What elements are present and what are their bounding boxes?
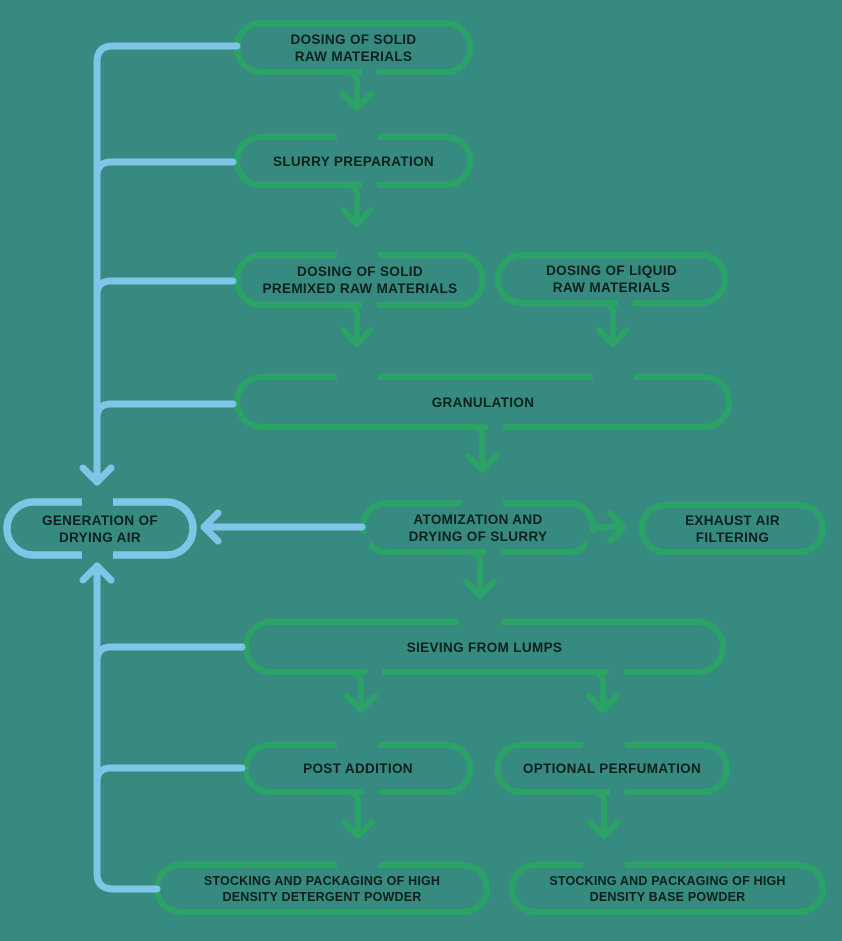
arrow-perfumation-to-stocking-base bbox=[579, 789, 607, 839]
node-outline-exhaust-air-filtering bbox=[639, 502, 826, 555]
node-label-line: STOCKING AND PACKAGING OF HIGH bbox=[549, 873, 786, 888]
node-sieving-from-lumps: SIEVING FROM LUMPS bbox=[246, 622, 723, 672]
arrowhead-slurry-to-premixed bbox=[340, 207, 374, 227]
arrowhead-atomization-to-exhaust bbox=[607, 510, 627, 544]
green-arrows bbox=[332, 69, 630, 839]
node-label-line: RAW MATERIALS bbox=[552, 280, 671, 295]
arrowhead-atomization-to-sieving bbox=[463, 579, 497, 599]
node-dosing-solid-raw-materials: DOSING OF SOLID RAW MATERIALS bbox=[237, 23, 470, 72]
rail-branch-premixed bbox=[93, 277, 237, 299]
arrow-slurry-to-premixed bbox=[332, 182, 360, 227]
arrowhead-liquid-to-granulation bbox=[596, 327, 630, 347]
arrowhead-sieving-to-post-addition bbox=[344, 693, 378, 713]
node-label-line: EXHAUST AIR bbox=[685, 512, 780, 528]
node-outline-granulation bbox=[234, 374, 732, 430]
node-label-line: GENERATION OF bbox=[41, 512, 159, 528]
node-outline-dosing-liquid-raw-materials bbox=[495, 252, 728, 306]
node-outline-stocking-packaging-base-powder bbox=[509, 862, 826, 915]
node-slurry-preparation: SLURRY PREPARATION bbox=[237, 137, 470, 185]
node-label-line: DOSING OF SOLID bbox=[290, 31, 417, 47]
node-atomization-and-drying-of-slurry: ATOMIZATION AND DRYING OF SLURRY bbox=[363, 503, 593, 552]
node-label-line: DENSITY DETERGENT POWDER bbox=[222, 889, 422, 904]
node-post-addition: POST ADDITION bbox=[246, 745, 470, 792]
rail-branch-granulation bbox=[93, 400, 237, 422]
node-label-line: ATOMIZATION AND bbox=[413, 511, 543, 527]
arrowhead-rail-into-generation-bottom bbox=[79, 562, 115, 584]
node-label-line: OPTIONAL PERFUMATION bbox=[522, 761, 702, 776]
node-stocking-packaging-base-powder: STOCKING AND PACKAGING OF HIGH DENSITY B… bbox=[512, 865, 823, 912]
arrowhead-atomization-to-generation bbox=[200, 509, 222, 545]
node-label-line: SIEVING FROM LUMPS bbox=[406, 639, 563, 655]
node-exhaust-air-filtering: EXHAUST AIR FILTERING bbox=[642, 505, 823, 552]
arrowhead-premixed-to-granulation bbox=[340, 327, 374, 347]
node-label-line: DRYING OF SLURRY bbox=[408, 528, 548, 544]
arrow-atomization-to-sieving bbox=[455, 549, 483, 599]
border-gaps bbox=[82, 65, 634, 872]
arrow-sieving-to-post-addition bbox=[336, 669, 364, 713]
node-label-line: DOSING OF LIQUID bbox=[546, 263, 677, 278]
arrow-premixed-to-granulation bbox=[332, 302, 360, 347]
rail-bottom-trunk bbox=[93, 562, 161, 893]
node-stocking-packaging-detergent-powder: STOCKING AND PACKAGING OF HIGH DENSITY D… bbox=[157, 865, 487, 912]
arrow-post-to-stocking-detergent bbox=[333, 789, 361, 839]
rail-top-trunk bbox=[93, 42, 241, 486]
node-label-line: SLURRY PREPARATION bbox=[272, 153, 435, 169]
arrow-sieving-to-perfumation bbox=[578, 669, 606, 713]
node-label-line: POST ADDITION bbox=[303, 761, 413, 776]
rail-branch-post-addition bbox=[93, 764, 246, 786]
node-granulation: GRANULATION bbox=[237, 377, 729, 427]
node-label-line: GRANULATION bbox=[431, 394, 535, 410]
node-label-line: DENSITY BASE POWDER bbox=[589, 889, 746, 904]
arrow-dosing-to-slurry bbox=[332, 69, 360, 111]
node-label-line: PREMIXED RAW MATERIALS bbox=[262, 281, 458, 296]
arrowhead-granulation-to-atomization bbox=[465, 453, 499, 473]
node-label-line: FILTERING bbox=[695, 529, 770, 545]
node-label-line: DRYING AIR bbox=[58, 529, 141, 545]
arrowhead-perfumation-to-stocking-base bbox=[587, 819, 621, 839]
rail-branch-sieving bbox=[93, 643, 246, 665]
arrowhead-rail-into-generation-top bbox=[79, 464, 115, 486]
node-optional-perfumation: OPTIONAL PERFUMATION bbox=[497, 745, 727, 792]
node-label-line: RAW MATERIALS bbox=[294, 48, 413, 64]
blue-rail bbox=[79, 42, 366, 893]
node-label-line: DOSING OF SOLID bbox=[296, 264, 423, 279]
arrowhead-post-to-stocking-detergent bbox=[341, 819, 375, 839]
arrow-granulation-to-atomization bbox=[457, 424, 485, 473]
node-label-line: STOCKING AND PACKAGING OF HIGH bbox=[203, 873, 441, 888]
arrowhead-dosing-to-slurry bbox=[340, 91, 374, 111]
node-dosing-solid-premixed-raw-materials: DOSING OF SOLID PREMIXED RAW MATERIALS bbox=[237, 255, 483, 305]
arrowhead-sieving-to-perfumation bbox=[586, 693, 620, 713]
arrow-liquid-to-granulation bbox=[588, 300, 616, 347]
rail-branch-slurry bbox=[93, 158, 237, 180]
node-dosing-liquid-raw-materials: DOSING OF LIQUID RAW MATERIALS bbox=[498, 255, 725, 303]
node-generation-of-drying-air: GENERATION OF DRYING AIR bbox=[7, 502, 193, 555]
